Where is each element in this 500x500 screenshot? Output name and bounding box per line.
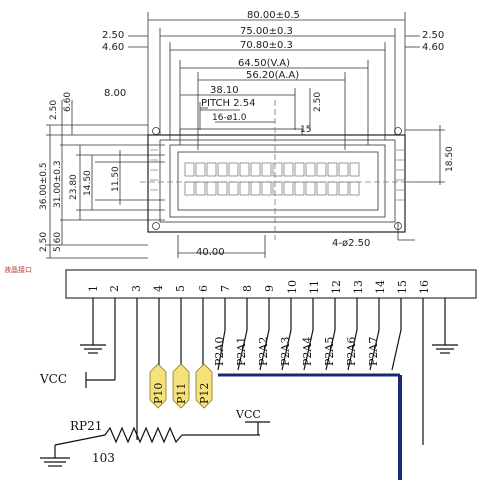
pin-number: 14: [374, 280, 387, 294]
dim-pin-span: 38.10: [210, 85, 239, 96]
dim-right-4-60: 4.60: [422, 42, 444, 53]
pin-header-top: [179, 128, 303, 136]
dim-top-2-50: 2.50: [49, 100, 59, 120]
resistor-rp21: [54, 426, 260, 446]
signal-label: P2A5: [323, 337, 336, 366]
ground-icon: [432, 344, 458, 354]
ground-icon: [40, 445, 70, 467]
dim-bottom-5-60: 5.60: [53, 232, 63, 252]
pin-number: 10: [286, 280, 299, 294]
pin-number: 3: [130, 285, 143, 292]
pin-number: 1: [87, 285, 100, 292]
vcc-left-label: VCC: [39, 372, 67, 386]
ctrl-pin-tags: P10 P11 P12: [149, 363, 213, 409]
mechanical-labels: 80.00±0.5 75.00±0.3 70.80±0.3 64.50(V.A)…: [39, 10, 455, 258]
dim-va-width: 64.50(V.A): [238, 58, 290, 69]
vcc-middle-label: VCC: [235, 408, 261, 421]
lcd-connector-box: [65, 269, 477, 299]
dim-left-2-50: 2.50: [102, 30, 124, 41]
signal-label: P2A6: [345, 337, 358, 366]
pin-number: 11: [308, 280, 321, 294]
dim-left-4-60: 4.60: [102, 42, 124, 53]
dim-height-11-50: 11.50: [111, 166, 121, 192]
dim-bottom-2-50: 2.50: [39, 232, 49, 252]
dim-pin-spec: 16-ø1.0: [212, 113, 247, 123]
pin-number: 6: [197, 285, 210, 292]
dim-pcb-width: 75.00±0.3: [240, 26, 293, 37]
dim-height-31: 31.00±0.3: [53, 160, 63, 208]
pin-number: 2: [108, 285, 121, 292]
schematic: 液晶接口 1 2 3 4 5 6 7 8 9 10 11 12 13 14 15…: [4, 265, 477, 480]
signal-label: P2A0: [213, 337, 226, 366]
signal-label: P2A1: [235, 337, 248, 366]
pin-number: 8: [241, 285, 254, 292]
dim-overall-width: 80.00±0.5: [247, 10, 300, 21]
dim-holes: 4-ø2.50: [332, 238, 370, 249]
pin-number: 4: [152, 285, 165, 292]
dim-height-14-50: 14.50: [83, 170, 93, 196]
dim-offset-8: 8.00: [104, 88, 126, 99]
dim-pitch: PITCH 2.54: [201, 98, 255, 109]
pin-number: 5: [174, 285, 187, 292]
ctrl-pin-label: P11: [175, 383, 188, 404]
ctrl-pin-label: P12: [198, 383, 211, 404]
data-bus: [218, 373, 402, 480]
dim-right-2-50: 2.50: [422, 30, 444, 41]
pin-number: 7: [219, 285, 232, 292]
schematic-header-label: 液晶接口: [4, 265, 32, 274]
dim-pin-offset: 2.50: [313, 92, 323, 112]
signal-label: P2A2: [257, 337, 270, 366]
dim-pin-15: 15: [300, 125, 311, 135]
dim-aa-width: 56.20(A.A): [246, 70, 299, 81]
character-grid: [184, 162, 360, 196]
dim-bottom-40: 40.00: [196, 247, 225, 258]
pin-number: 13: [352, 280, 365, 294]
pin-number: 12: [330, 280, 343, 294]
dim-height-36: 36.00±0.5: [39, 162, 49, 210]
dim-top-6-60: 6.60: [63, 92, 73, 112]
dim-right-18-50: 18.50: [445, 146, 455, 172]
dim-bezel-width: 70.80±0.3: [240, 40, 293, 51]
ctrl-pin-label: P10: [152, 383, 165, 404]
resistor-name: RP21: [70, 419, 102, 433]
pin-number: 16: [418, 280, 431, 294]
ground-icon: [80, 344, 106, 354]
signal-label: P2A7: [367, 337, 380, 366]
signal-label: P2A4: [301, 337, 314, 366]
signal-label: P2A3: [279, 337, 292, 366]
mechanical-drawing: [46, 12, 445, 259]
dim-height-23-80: 23.80: [69, 174, 79, 200]
pin-numbers: 1 2 3 4 5 6 7 8 9 10 11 12 13 14 15 16: [87, 280, 431, 294]
pin-number: 9: [263, 285, 276, 292]
pin-number: 15: [396, 280, 409, 294]
data-signal-labels: P2A0 P2A1 P2A2 P2A3 P2A4 P2A5 P2A6 P2A7: [213, 337, 380, 366]
pin-leads: [92, 298, 446, 445]
vcc-left: VCC: [39, 372, 115, 388]
resistor-value: 103: [92, 451, 115, 465]
vcc-middle: VCC: [235, 408, 270, 435]
